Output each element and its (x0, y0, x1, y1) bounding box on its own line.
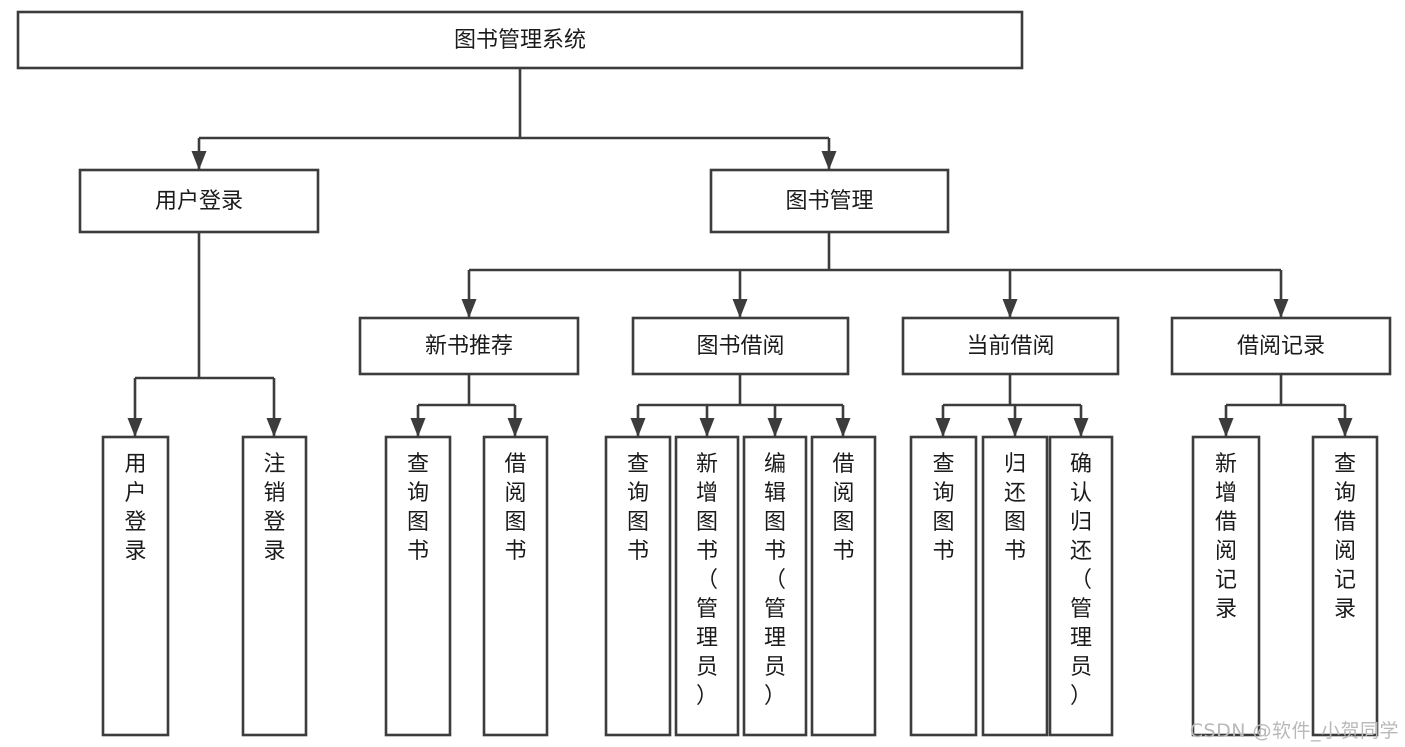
level2-node-0-label: 用户登录 (155, 189, 243, 214)
leaf-node-0-box[interactable] (101, 435, 170, 737)
leaf-node-6-box[interactable] (742, 435, 808, 737)
level2-node-0[interactable]: 用户登录 (78, 168, 320, 234)
leaf-node-12[interactable]: 查询借阅记录 (1311, 435, 1379, 737)
leaf-node-8-box[interactable] (909, 435, 978, 737)
level3-node-3-box[interactable] (1170, 316, 1392, 376)
edge-group-books-to-level3 (461, 232, 1289, 318)
leaf-node-2-label: 查询图书 (407, 452, 429, 564)
leaf-node-1-box[interactable] (241, 435, 308, 737)
arrow-head-icon (935, 418, 951, 437)
arrow-head-icon (266, 418, 282, 437)
arrow-head-icon (410, 418, 426, 437)
arrow-head-icon (1007, 418, 1023, 437)
root-node-book-management-system-label: 图书管理系统 (454, 28, 586, 53)
level3-node-0-box[interactable] (358, 316, 580, 376)
leaf-node-6[interactable]: 编辑图书（管理员） (742, 435, 808, 737)
leaf-node-7-label: 借阅图书 (832, 452, 854, 564)
leaf-node-12-label: 查询借阅记录 (1334, 452, 1356, 622)
edge-group-root-to-level2 (191, 68, 837, 170)
leaf-node-8[interactable]: 查询图书 (909, 435, 978, 737)
edge-group-current-to-leaves (935, 374, 1089, 437)
leaf-node-0[interactable]: 用户登录 (101, 435, 170, 737)
arrow-head-icon (1002, 299, 1018, 318)
level3-node-1-label: 图书借阅 (696, 334, 784, 359)
level2-node-1-box[interactable] (709, 168, 950, 234)
leaf-node-8-label: 查询图书 (932, 452, 954, 564)
leaf-node-5[interactable]: 新增图书（管理员） (674, 435, 740, 737)
edge-group-record-to-leaves (1218, 374, 1353, 437)
level3-node-0[interactable]: 新书推荐 (358, 316, 580, 376)
leaf-node-7-box[interactable] (810, 435, 877, 737)
leaf-node-3[interactable]: 借阅图书 (482, 435, 549, 737)
leaf-node-9[interactable]: 归还图书 (981, 435, 1049, 737)
leaf-node-3-box[interactable] (482, 435, 549, 737)
leaf-node-2[interactable]: 查询图书 (384, 435, 452, 737)
level3-node-1-box[interactable] (631, 316, 850, 376)
edge-group-userlogin-to-leaves (127, 232, 282, 437)
arrow-head-icon (821, 151, 837, 170)
edge-group-newbook-to-leaves (410, 374, 523, 437)
arrow-head-icon (1337, 418, 1353, 437)
level3-node-3-label: 借阅记录 (1237, 334, 1325, 359)
arrow-head-icon (835, 418, 851, 437)
leaf-node-0-label: 用户登录 (124, 452, 146, 564)
edges-layer (127, 68, 1353, 437)
leaf-node-2-box[interactable] (384, 435, 452, 737)
leaf-node-7[interactable]: 借阅图书 (810, 435, 877, 737)
level3-node-2-box[interactable] (901, 316, 1120, 376)
root-node-book-management-system-box[interactable] (16, 10, 1024, 70)
level3-node-2[interactable]: 当前借阅 (901, 316, 1120, 376)
level3-node-0-label: 新书推荐 (425, 334, 513, 359)
leaf-node-9-label: 归还图书 (1004, 452, 1026, 564)
leaf-node-5-label: 新增图书（管理员） (696, 452, 718, 709)
leaf-node-4-label: 查询图书 (627, 452, 649, 564)
level3-node-1[interactable]: 图书借阅 (631, 316, 850, 376)
level2-node-1[interactable]: 图书管理 (709, 168, 950, 234)
leaf-node-4[interactable]: 查询图书 (604, 435, 672, 737)
leaf-node-10[interactable]: 确认归还（管理员） (1048, 435, 1114, 737)
level2-node-0-box[interactable] (78, 168, 320, 234)
arrow-head-icon (461, 299, 477, 318)
arrow-head-icon (699, 418, 715, 437)
leaf-node-3-label: 借阅图书 (504, 452, 526, 564)
leaf-node-10-label: 确认归还（管理员） (1070, 452, 1092, 709)
leaf-node-4-box[interactable] (604, 435, 672, 737)
leaf-node-1[interactable]: 注销登录 (241, 435, 308, 737)
leaf-node-5-box[interactable] (674, 435, 740, 737)
arrow-head-icon (1218, 418, 1234, 437)
level2-node-1-label: 图书管理 (785, 189, 873, 214)
leaf-node-11[interactable]: 新增借阅记录 (1191, 435, 1261, 737)
arrow-head-icon (1273, 299, 1289, 318)
leaf-node-11-box[interactable] (1191, 435, 1261, 737)
arrow-head-icon (767, 418, 783, 437)
watermark-text: CSDN @软件_小贺同学 (1189, 720, 1399, 742)
arrow-head-icon (127, 418, 143, 437)
edge-group-borrow-to-leaves (630, 374, 851, 437)
leaf-node-10-box[interactable] (1048, 435, 1114, 737)
arrow-head-icon (732, 299, 748, 318)
leaf-node-6-label: 编辑图书（管理员） (764, 452, 786, 709)
level3-node-3[interactable]: 借阅记录 (1170, 316, 1392, 376)
arrow-head-icon (191, 151, 207, 170)
leaf-node-1-label: 注销登录 (263, 452, 285, 564)
nodes-layer: 图书管理系统用户登录图书管理新书推荐图书借阅当前借阅借阅记录用户登录注销登录查询… (16, 10, 1392, 737)
leaf-node-11-label: 新增借阅记录 (1215, 452, 1237, 622)
arrow-head-icon (630, 418, 646, 437)
arrow-head-icon (1073, 418, 1089, 437)
root-node-book-management-system[interactable]: 图书管理系统 (16, 10, 1024, 70)
level3-node-2-label: 当前借阅 (966, 334, 1054, 359)
leaf-node-9-box[interactable] (981, 435, 1049, 737)
leaf-node-12-box[interactable] (1311, 435, 1379, 737)
arrow-head-icon (507, 418, 523, 437)
